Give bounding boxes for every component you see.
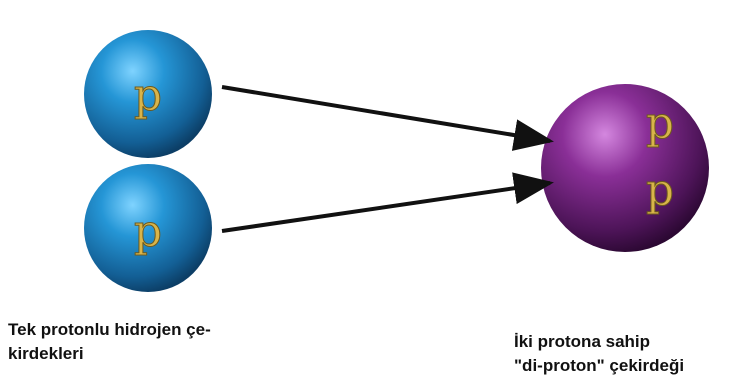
proton-sphere-top: p	[84, 30, 212, 158]
caption-left-line2: kirdekleri	[8, 344, 84, 363]
caption-single-protons: Tek protonlu hidrojen çe- kirdekleri	[8, 318, 211, 366]
proton-bottom-letter: p	[134, 206, 162, 257]
proton-sphere-bottom: p	[84, 164, 212, 292]
arrow-bottom	[221, 172, 554, 233]
caption-right-line1: İki protona sahip	[514, 332, 651, 351]
diproton-letter-2: p	[646, 165, 674, 216]
arrow-top	[221, 85, 554, 151]
proton-top-letter: p	[134, 70, 162, 121]
caption-right-line2: "di-proton" çekirdeği	[514, 356, 685, 375]
caption-left-line1: Tek protonlu hidrojen çe-	[8, 320, 211, 339]
diproton-letter-1: p	[646, 98, 674, 149]
caption-diproton: İki protona sahip "di-proton" çekirdeği	[514, 330, 684, 378]
diproton-sphere: p p	[541, 84, 709, 252]
